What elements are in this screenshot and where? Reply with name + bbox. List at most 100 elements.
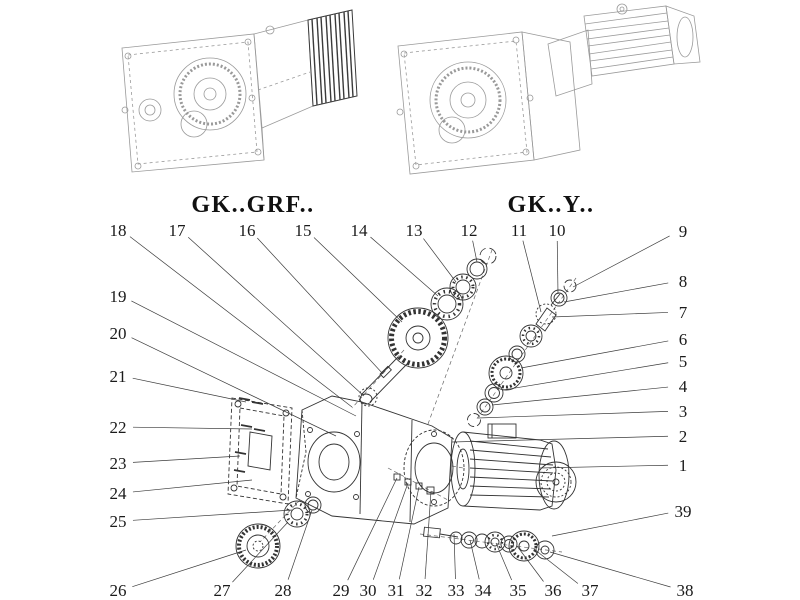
leader-line-14 xyxy=(370,236,439,297)
leader-lines xyxy=(129,235,671,588)
leader-line-35 xyxy=(495,542,512,581)
callout-8: 8 xyxy=(679,272,688,291)
callout-9: 9 xyxy=(679,222,688,241)
mounting-flange-plate xyxy=(227,397,293,505)
callout-35: 35 xyxy=(510,581,527,600)
leader-line-5 xyxy=(502,362,669,391)
callout-21: 21 xyxy=(110,367,127,386)
callout-15: 15 xyxy=(295,221,312,240)
callout-25: 25 xyxy=(110,512,127,531)
callout-34: 34 xyxy=(475,581,493,600)
leader-line-7 xyxy=(551,312,669,318)
callout-11: 11 xyxy=(511,221,527,240)
gear-housing xyxy=(295,395,465,525)
callout-10: 10 xyxy=(549,221,566,240)
callout-6: 6 xyxy=(679,330,688,349)
callout-19: 19 xyxy=(110,287,127,306)
gearbox-grf-drawing xyxy=(121,9,358,173)
leader-line-8 xyxy=(563,282,669,303)
leader-line-24 xyxy=(132,479,253,493)
leader-line-32 xyxy=(424,490,432,580)
callout-37: 37 xyxy=(582,581,600,600)
flange-bolts xyxy=(233,397,266,473)
callout-2: 2 xyxy=(679,427,688,446)
gearbox-y-drawing xyxy=(396,3,701,175)
leader-line-25 xyxy=(132,509,293,521)
leader-line-16 xyxy=(257,237,384,375)
leader-line-1 xyxy=(539,464,669,469)
callout-1: 1 xyxy=(679,456,688,475)
leader-line-17 xyxy=(187,237,365,397)
output-ring-gear xyxy=(235,496,322,569)
leader-line-19 xyxy=(131,300,357,417)
input-gear-shaft xyxy=(358,307,449,407)
callout-3: 3 xyxy=(679,402,688,421)
leader-line-21 xyxy=(132,377,247,403)
leader-line-30 xyxy=(372,482,409,580)
callout-12: 12 xyxy=(461,221,478,240)
callout-33: 33 xyxy=(448,581,465,600)
motor-flange-fasteners xyxy=(393,473,435,495)
electric-motor xyxy=(450,423,577,511)
callout-17: 17 xyxy=(169,221,187,240)
input-bearing-stack xyxy=(430,247,497,321)
y-housing-face xyxy=(397,31,535,175)
leader-line-11 xyxy=(522,240,542,313)
callout-27: 27 xyxy=(214,581,232,600)
callout-16: 16 xyxy=(239,221,256,240)
leader-line-13 xyxy=(423,238,457,283)
callout-18: 18 xyxy=(110,221,127,240)
leader-line-10 xyxy=(556,240,559,295)
leader-line-4 xyxy=(491,386,669,406)
leader-line-29 xyxy=(347,477,398,581)
leader-line-26 xyxy=(132,549,247,588)
callout-5: 5 xyxy=(679,352,688,371)
leader-line-34 xyxy=(469,539,480,580)
bevel-pinion-stack xyxy=(467,279,577,427)
leader-line-9 xyxy=(572,235,670,288)
leader-line-12 xyxy=(472,240,478,263)
callout-14: 14 xyxy=(351,221,369,240)
y-gear-window xyxy=(429,61,507,139)
grf-gear-window xyxy=(173,57,247,131)
leader-line-23 xyxy=(132,455,241,463)
output-shaft-assembly xyxy=(423,526,555,562)
leader-line-31 xyxy=(398,486,420,580)
callout-20: 20 xyxy=(110,324,127,343)
callout-30: 30 xyxy=(360,581,377,600)
leader-line-28 xyxy=(287,509,313,580)
y-motor-flange xyxy=(547,29,593,97)
exploded-assembly xyxy=(227,247,577,569)
callout-4: 4 xyxy=(679,377,688,396)
leader-line-2 xyxy=(451,435,669,443)
callout-13: 13 xyxy=(406,221,423,240)
leader-line-39 xyxy=(551,512,669,537)
callout-labels: 1234567891011121314151617181920212223242… xyxy=(110,221,694,600)
leader-line-6 xyxy=(520,340,669,369)
y-side-face xyxy=(521,31,581,161)
callout-29: 29 xyxy=(333,581,350,600)
leader-line-3 xyxy=(477,411,669,419)
model-label-y: GK..Y.. xyxy=(508,192,595,218)
callout-38: 38 xyxy=(677,581,694,600)
leader-line-33 xyxy=(453,533,456,580)
callout-7: 7 xyxy=(679,303,688,322)
leader-line-38 xyxy=(549,551,671,588)
leader-line-20 xyxy=(131,337,337,437)
leader-line-37 xyxy=(533,548,579,584)
callout-26: 26 xyxy=(110,581,127,600)
leader-line-36 xyxy=(516,545,544,582)
callout-32: 32 xyxy=(416,581,433,600)
leader-line-22 xyxy=(132,426,253,430)
leader-line-27 xyxy=(232,521,289,583)
grf-output-boss xyxy=(138,98,162,122)
grf-housing-face xyxy=(121,33,265,173)
callout-23: 23 xyxy=(110,454,127,473)
model-label-grf: GK..GRF.. xyxy=(191,192,314,218)
callout-22: 22 xyxy=(110,418,127,437)
callout-36: 36 xyxy=(545,581,562,600)
leader-line-18 xyxy=(129,236,353,408)
grf-fin-cover xyxy=(307,9,358,107)
callout-31: 31 xyxy=(388,581,405,600)
